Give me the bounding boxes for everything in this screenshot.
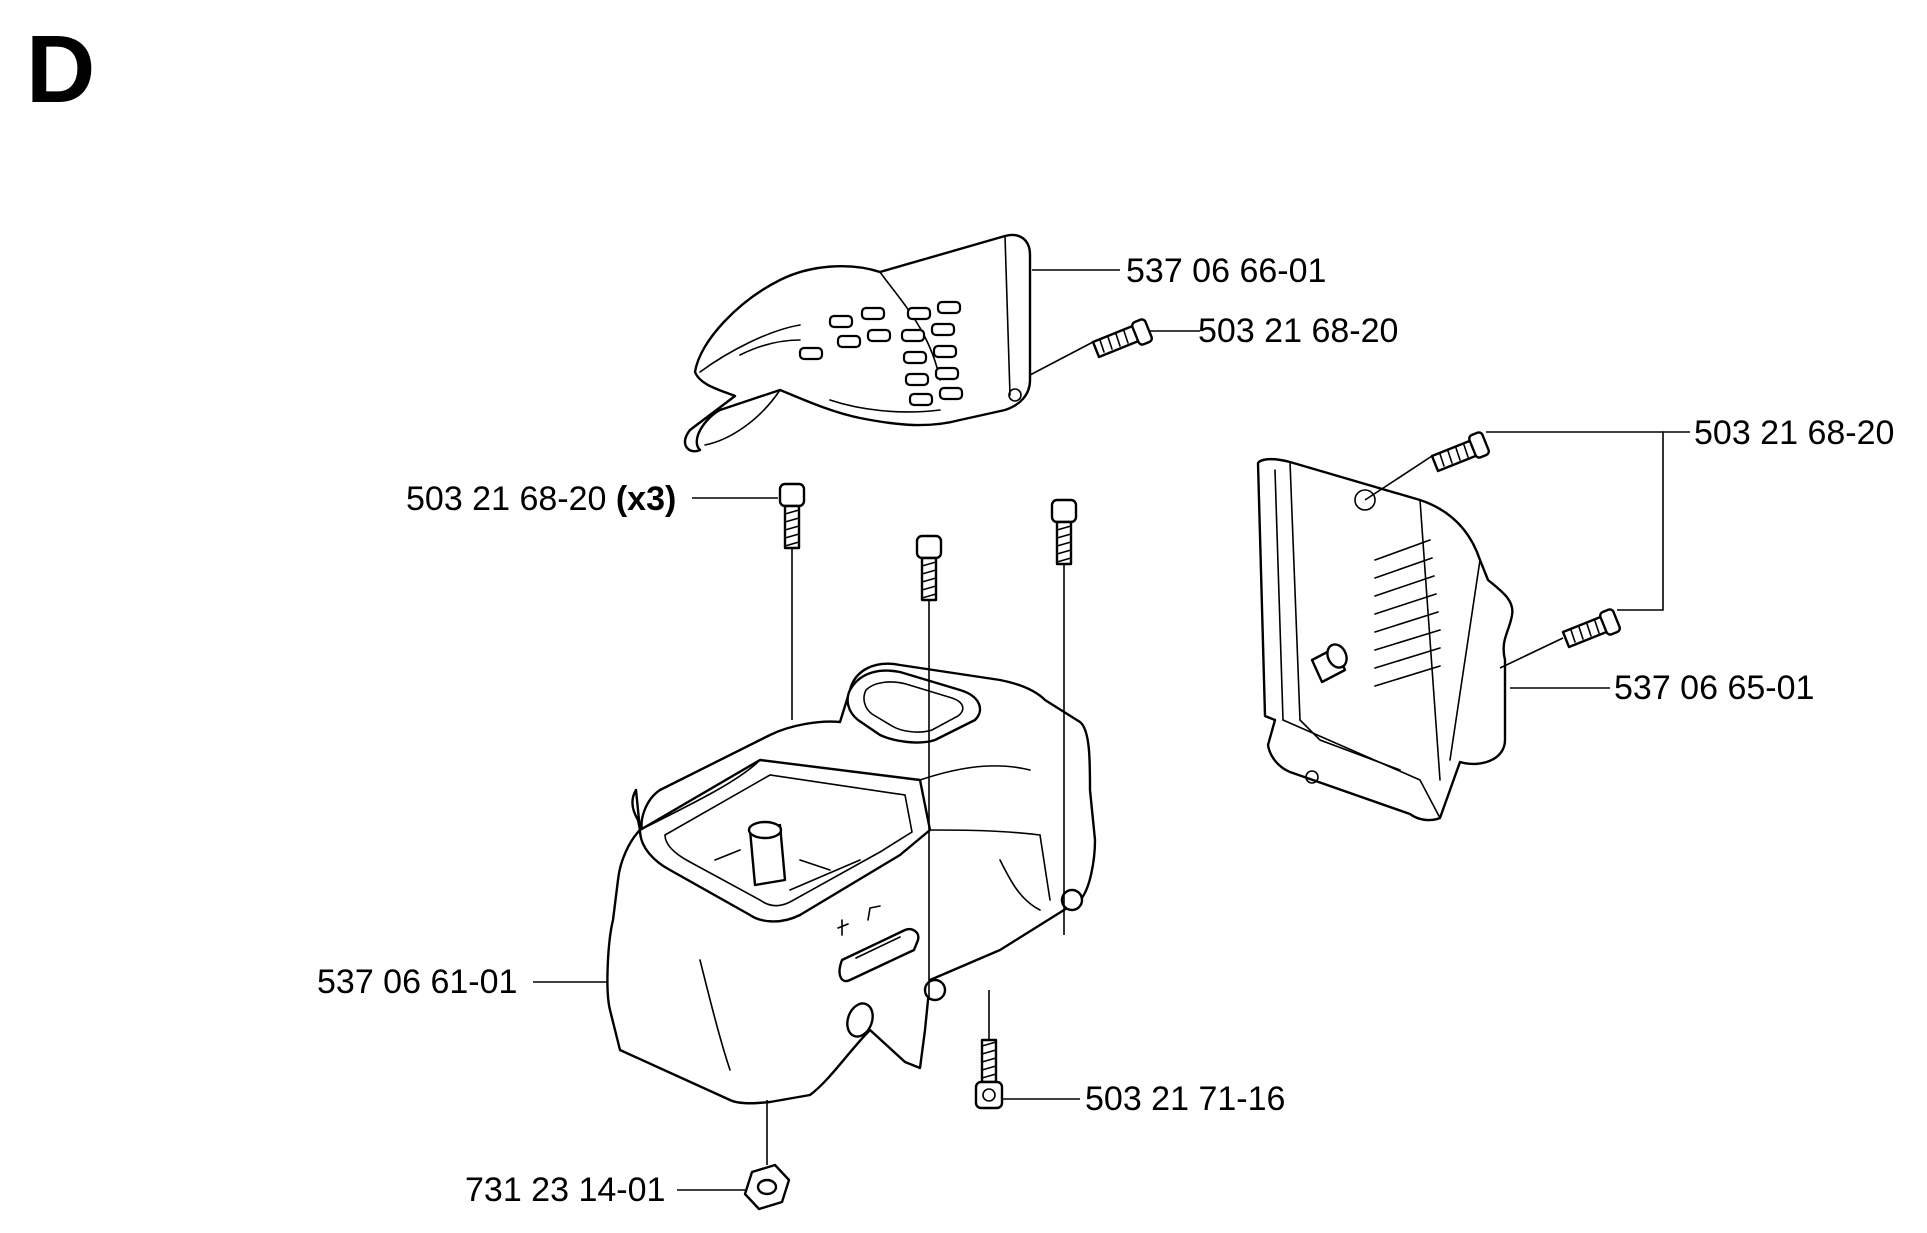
callout-bottom-screw: 503 21 71-16 [1085, 1082, 1285, 1116]
leader-lines [533, 269, 1690, 1191]
part-number: 537 06 65-01 [1614, 669, 1815, 707]
quantity-label: (x3) [615, 480, 677, 518]
screw-side-cover-upper [1430, 431, 1490, 473]
callout-main-housing: 537 06 61-01 [317, 965, 517, 999]
hex-nut [743, 1163, 791, 1211]
vertical-screw-3 [1050, 498, 1078, 566]
side-cover-part [1256, 457, 1514, 822]
vertical-screw-1 [778, 482, 806, 550]
callout-screws-side-cover: 503 21 68-20 [1694, 416, 1894, 450]
callout-hex-nut: 731 23 14-01 [465, 1173, 665, 1207]
side-cover-fins [1374, 539, 1441, 687]
part-number: 537 06 66-01 [1126, 252, 1327, 290]
part-number: 537 06 61-01 [317, 963, 518, 1001]
section-letter: D [26, 16, 96, 123]
top-cover-part [683, 233, 1032, 453]
callout-vertical-screws: 503 21 68-20 (x3) [406, 482, 676, 516]
cover-vent-slots [798, 300, 964, 407]
callout-side-cover: 537 06 65-01 [1614, 671, 1814, 705]
part-number: 503 21 71-16 [1085, 1080, 1286, 1118]
part-number: 503 21 68-20 [1198, 312, 1399, 350]
main-housing-part [606, 662, 1097, 1105]
callout-screw-top-cover: 503 21 68-20 [1198, 314, 1398, 348]
callout-top-cover: 537 06 66-01 [1126, 254, 1326, 288]
screw-top-cover [1091, 318, 1153, 359]
screw-side-cover-lower [1561, 608, 1621, 649]
part-number: 503 21 68-20 [406, 480, 607, 518]
bottom-screw [974, 1038, 1004, 1110]
part-number: 731 23 14-01 [465, 1171, 666, 1209]
vertical-screw-2 [915, 534, 943, 602]
part-number: 503 21 68-20 [1694, 414, 1895, 452]
